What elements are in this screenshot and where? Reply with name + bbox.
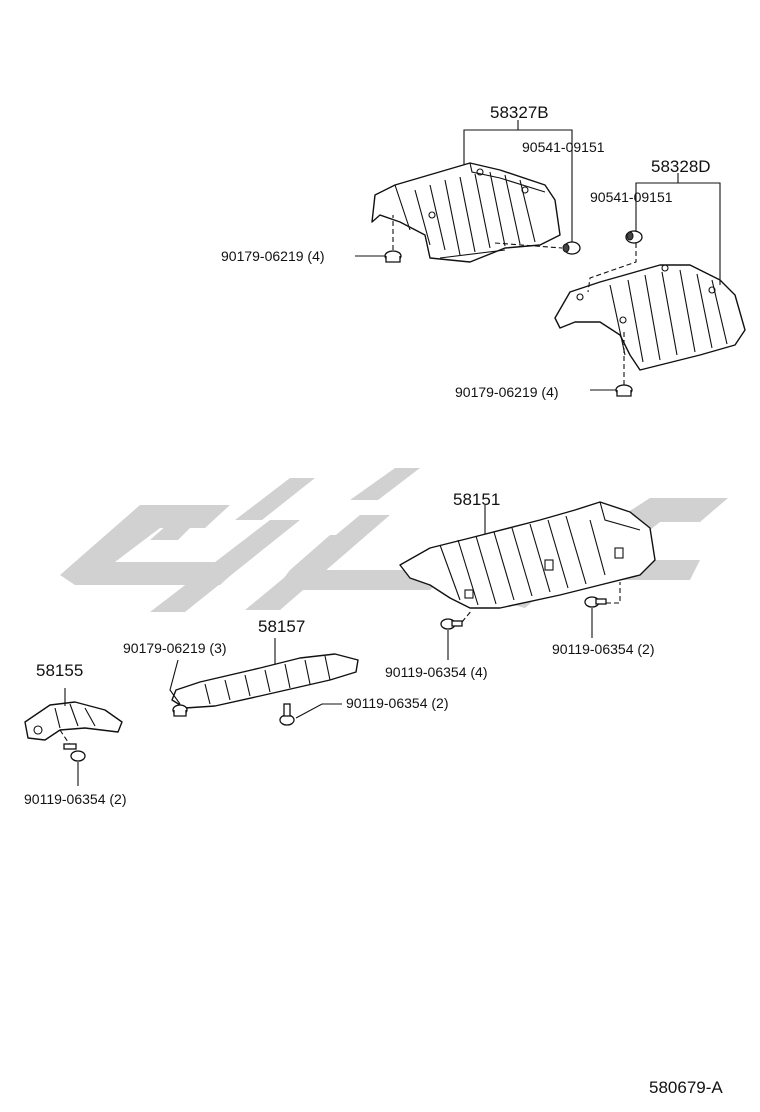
nut-90541-a-icon	[562, 241, 581, 255]
clip-90179-a-icon	[384, 250, 402, 263]
part-58155-bracket	[24, 701, 123, 741]
label-90179-06219-b: 90179-06219 (4)	[455, 384, 559, 400]
label-90541-09151-b: 90541-09151	[590, 189, 673, 205]
watermark-shape-2	[150, 518, 200, 540]
bolt-90119-d-icon	[63, 743, 86, 762]
watermark-shape-7	[245, 515, 390, 610]
label-90179-06219-a: 90179-06219 (4)	[221, 248, 325, 264]
watermark-shape-3	[235, 478, 315, 520]
label-90119-06354-d: 90119-06354 (2)	[24, 791, 126, 807]
part-58157-insulator	[171, 653, 359, 709]
bolt-90119-c-icon	[279, 703, 295, 726]
label-90119-06354-b: 90119-06354 (2)	[552, 641, 654, 657]
clip-90179-b-icon	[615, 384, 633, 397]
label-90541-09151-a: 90541-09151	[522, 139, 605, 155]
bolt-90119-a-icon	[440, 618, 463, 630]
label-58327b: 58327B	[490, 103, 549, 122]
watermark-shape-6	[350, 468, 420, 500]
clip-90179-c-icon	[172, 704, 188, 717]
label-58157: 58157	[258, 617, 305, 636]
label-58151: 58151	[453, 490, 500, 509]
label-58155: 58155	[36, 661, 83, 680]
label-90119-06354-c: 90119-06354 (2)	[346, 695, 448, 711]
nut-90541-b-icon	[625, 230, 643, 244]
watermark-shape-4	[150, 520, 300, 612]
part-58328d-insulator	[554, 264, 746, 371]
diagram-id: 580679-A	[649, 1078, 723, 1097]
label-90179-06219-c: 90179-06219 (3)	[123, 640, 227, 656]
part-58327b-insulator	[371, 162, 561, 263]
watermark-shape-1	[60, 505, 245, 585]
part-58151-insulator	[399, 501, 656, 609]
label-90119-06354-a: 90119-06354 (4)	[385, 664, 487, 680]
bolt-90119-b-icon	[584, 596, 607, 608]
label-58328d: 58328D	[651, 157, 711, 176]
